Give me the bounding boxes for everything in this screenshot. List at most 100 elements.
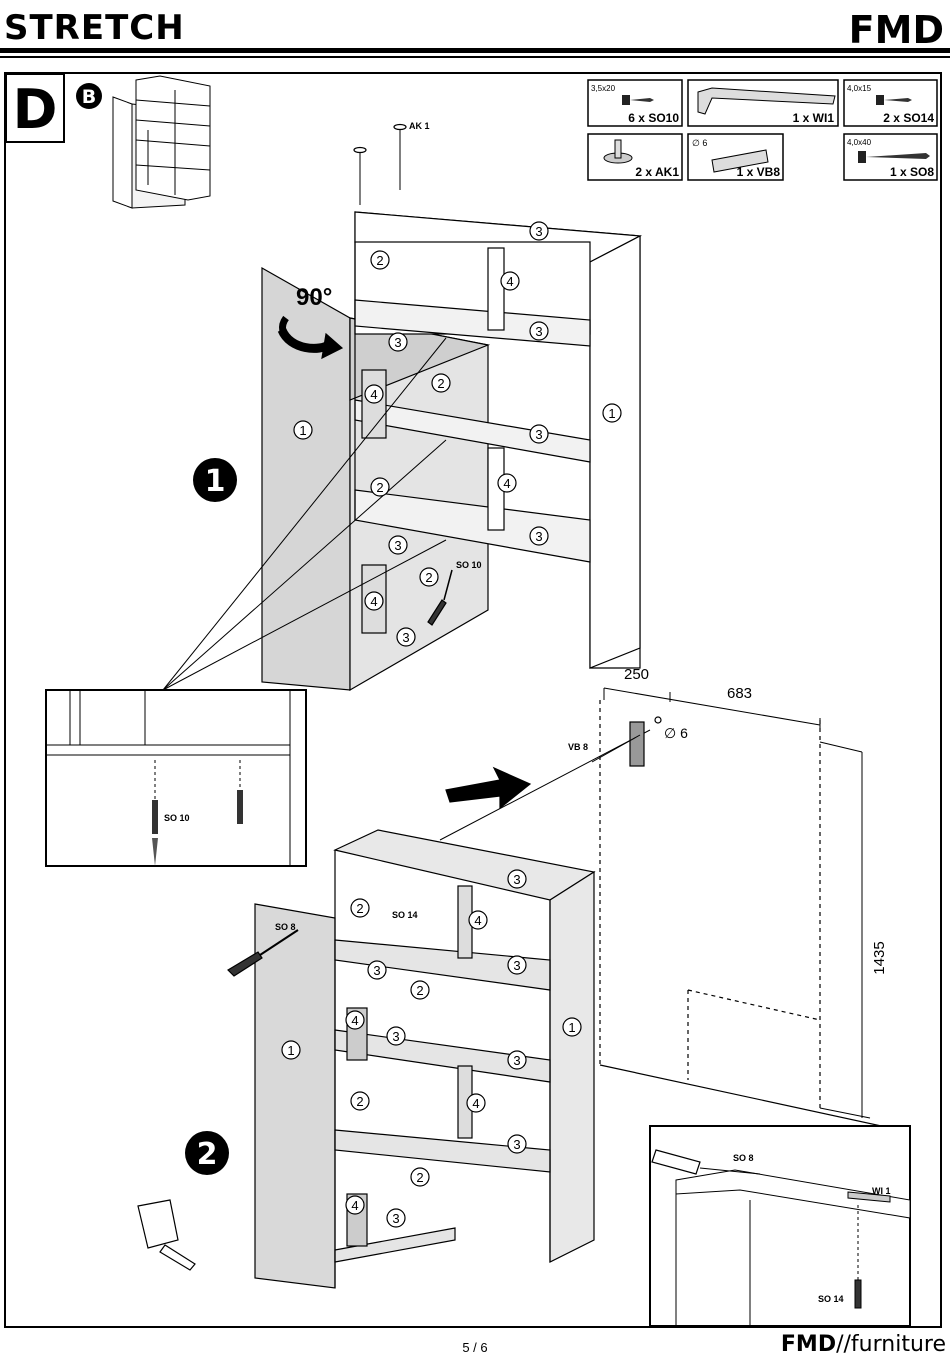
variant-badge: B	[76, 83, 102, 109]
panel-number: 2	[416, 983, 423, 998]
panel-number-badge: 2	[370, 477, 390, 497]
panel-number-badge: 1	[281, 1040, 301, 1060]
header-rule	[0, 48, 950, 53]
so10-label: SO 10	[456, 560, 482, 570]
panel-number: 4	[506, 274, 513, 289]
part-qty-1: 1 x WI1	[793, 111, 835, 125]
panel-number-badge: 1	[293, 420, 313, 440]
part-qty-2: 2 x SO14	[883, 111, 934, 125]
panel-number-badge: 3	[529, 321, 549, 341]
panel-number-badge: 4	[364, 384, 384, 404]
panel-number: 3	[392, 1029, 399, 1044]
step-badge-2: 2	[185, 1131, 229, 1175]
panel-number: 3	[535, 427, 542, 442]
panel-number: 4	[351, 1198, 358, 1213]
step-badge-1: 1	[193, 458, 237, 502]
part-qty-5: 1 x SO8	[890, 165, 934, 179]
step-letter-box: D	[5, 73, 65, 143]
panel-number: 2	[376, 253, 383, 268]
panel-number: 3	[513, 1053, 520, 1068]
panel-number: 1	[299, 423, 306, 438]
rotate-label: 90°	[296, 284, 332, 311]
panel-number-badge: 4	[468, 910, 488, 930]
step2-assembly	[137, 687, 901, 1289]
product-title: STRETCH	[4, 8, 185, 48]
dowel-vb8-icon	[711, 149, 769, 173]
panel-number: 4	[351, 1013, 358, 1028]
part-qty-4: 1 x VB8	[737, 165, 781, 179]
screw-so10-icon	[622, 95, 654, 105]
panel-number: 3	[394, 335, 401, 350]
panel-number: 1	[568, 1020, 575, 1035]
panel-number: 2	[425, 570, 432, 585]
panel-number-badge: 3	[388, 535, 408, 555]
panel-number: 4	[503, 476, 510, 491]
panel-number-badge: 3	[529, 221, 549, 241]
detail-box-so10	[45, 689, 307, 867]
header-rule-thin	[0, 56, 950, 58]
panel-number-badge: 2	[410, 980, 430, 1000]
part-size-2: 4,0x15	[847, 84, 872, 93]
panel-number: 4	[370, 387, 377, 402]
screw-so8-icon	[858, 151, 930, 163]
drill-label: ∅ 6	[664, 725, 688, 741]
panel-number-badge: 4	[364, 591, 384, 611]
instruction-frame	[4, 72, 942, 1328]
panel-number: 3	[513, 958, 520, 973]
panel-number: 2	[416, 1170, 423, 1185]
panel-number-badge: 2	[370, 250, 390, 270]
dimension-1435: 1435	[871, 941, 888, 974]
panel-number-badge: 3	[507, 869, 527, 889]
panel-number-badge: 3	[367, 960, 387, 980]
panel-number-badge: 1	[602, 403, 622, 423]
cam-ak1-icon	[603, 139, 633, 164]
panel-number-badge: 3	[386, 1026, 406, 1046]
panel-number: 3	[394, 538, 401, 553]
so14-detail-label: SO 14	[818, 1294, 844, 1304]
wi1-detail-label: WI 1	[872, 1186, 891, 1196]
step1-assembly	[162, 123, 643, 692]
panel-number: 2	[376, 480, 383, 495]
footer-brand-bold: FMD	[780, 1332, 837, 1357]
part-size-0: 3,5x20	[591, 84, 616, 93]
panel-number-badge: 1	[562, 1017, 582, 1037]
panel-number: 1	[608, 406, 615, 421]
so14-label: SO 14	[392, 910, 418, 920]
step-letter: D	[13, 78, 58, 141]
panel-number-badge: 4	[345, 1010, 365, 1030]
bracket-wi1-icon	[697, 87, 836, 115]
panel-number: 2	[356, 1094, 363, 1109]
step-number-2: 2	[197, 1137, 218, 1172]
panel-number-badge: 4	[500, 271, 520, 291]
panel-number: 3	[535, 529, 542, 544]
footer-brand: FMD//furniture	[781, 1332, 946, 1357]
variant-letter: B	[82, 86, 96, 108]
so8-detail-label: SO 8	[733, 1153, 754, 1163]
so8-label: SO 8	[275, 922, 296, 932]
so10-detail-label: SO 10	[164, 813, 190, 823]
part-size-5: 4,0x40	[847, 138, 872, 147]
panel-number-badge: 3	[396, 627, 416, 647]
panel-number: 2	[437, 376, 444, 391]
panel-number-badge: 2	[350, 898, 370, 918]
panel-number: 4	[472, 1096, 479, 1111]
panel-number-badge: 3	[386, 1208, 406, 1228]
panel-number: 3	[402, 630, 409, 645]
footer-brand-rest: //furniture	[836, 1332, 946, 1357]
page-number: 5 / 6	[462, 1340, 488, 1355]
dimension-683: 683	[727, 685, 752, 702]
step-number-1: 1	[205, 464, 226, 499]
panel-number: 4	[370, 594, 377, 609]
parts-list: 3,5x20 6 x SO10 1 x WI1 4,0x15 2 x SO14 …	[587, 79, 938, 181]
part-qty-0: 6 x SO10	[628, 111, 679, 125]
panel-number-badge: 2	[431, 373, 451, 393]
panel-number: 3	[373, 963, 380, 978]
detail-box-wall	[649, 1125, 911, 1327]
panel-number: 3	[535, 324, 542, 339]
panel-number-badge: 4	[497, 473, 517, 493]
panel-number: 3	[513, 1137, 520, 1152]
panel-number: 3	[535, 224, 542, 239]
dimension-250: 250	[624, 666, 649, 683]
overview-thumbnail	[112, 75, 211, 209]
